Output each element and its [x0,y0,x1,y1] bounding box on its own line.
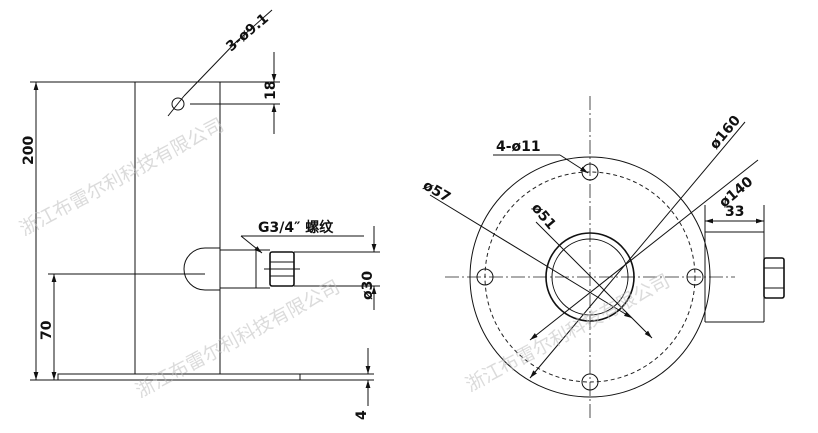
watermark-1: 浙江布雷尔利科技有限公司 [16,114,228,240]
watermark-3: 浙江布雷尔利科技有限公司 [462,270,674,396]
thread-label: G3/4″ 螺纹 [258,219,334,236]
dim-outlet-height: 70 [39,320,55,340]
dim-outlet: 33 [725,204,744,220]
dim-plate: 4 [354,410,370,420]
dim-offset: 18 [263,81,279,100]
bore-inner [551,238,629,316]
watermarks: 浙江布雷尔利科技有限公司 浙江布雷尔利科技有限公司 浙江布雷尔利科技有限公司 [16,114,674,402]
bolt-circle [484,171,696,383]
dim-bolt-holes: 4-ø11 [496,139,541,155]
bore-outer [545,232,635,322]
bolt-hole-left [476,268,494,286]
flange-outer [469,156,711,398]
bolt-hole-bottom [581,373,599,391]
base-plate [57,373,301,381]
dim-height: 200 [21,136,37,165]
dim-holes: 3-ø9.1 [223,11,272,55]
mount-hole [171,97,185,111]
outlet-stub [183,247,220,291]
dim-inner: ø51 [528,200,559,233]
dim-pipe-dia: ø30 [360,271,376,300]
dim-outer: ø160 [707,112,744,152]
dim-bore: ø57 [420,178,453,206]
bolt-hole-right [686,268,704,286]
watermark-2: 浙江布雷尔利科技有限公司 [132,276,344,402]
outlet-nut [763,257,785,299]
